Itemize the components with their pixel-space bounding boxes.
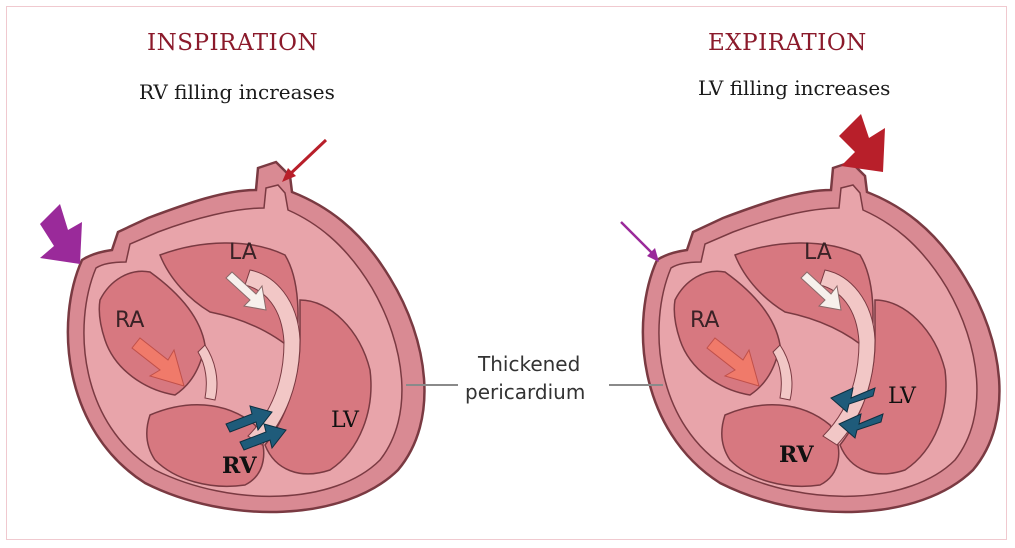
- left-label-rv: RV: [222, 453, 257, 479]
- left-red-thin-arrow-icon: [288, 140, 326, 176]
- left-purple-large-arrow-icon: [40, 204, 82, 264]
- right-purple-thin-arrow-icon: [621, 222, 653, 254]
- right-red-large-arrow-icon: [839, 114, 885, 172]
- left-heart: LA RA LV RV: [40, 140, 458, 512]
- pericardium-label-line1: Thickened: [477, 352, 580, 376]
- right-label-la: LA: [804, 240, 832, 265]
- left-label-la: LA: [229, 240, 257, 265]
- left-label-lv: LV: [331, 408, 360, 433]
- pericardium-label-line2: pericardium: [465, 380, 585, 404]
- right-heart: LA RA LV RV: [609, 114, 999, 512]
- right-label-rv: RV: [779, 442, 814, 468]
- right-label-lv: LV: [888, 384, 917, 409]
- left-label-ra: RA: [115, 308, 144, 333]
- right-label-ra: RA: [690, 308, 719, 333]
